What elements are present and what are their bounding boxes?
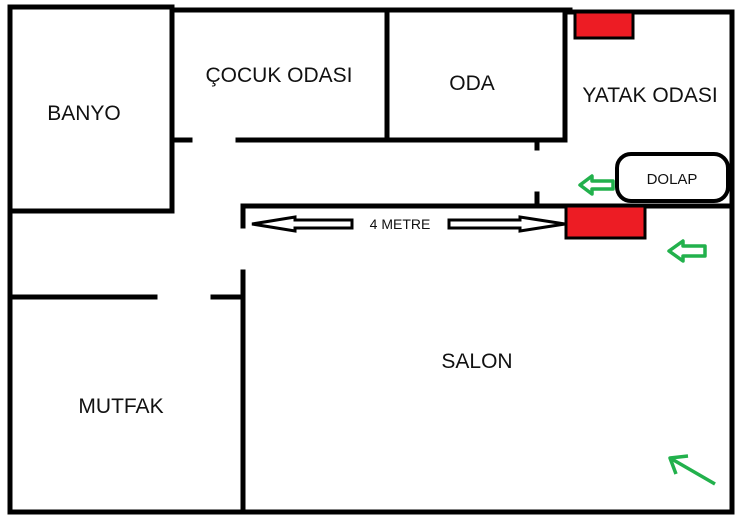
room-label-yatak-odasi: YATAK ODASI [582,84,717,107]
green-arrow-left-icon [578,174,615,196]
red-marker-bedroom [573,10,635,40]
green-arrows [578,174,716,486]
room-label-salon: SALON [441,350,512,373]
arrow-right-icon [447,215,566,233]
measurement-label: 4 METRE [370,216,431,232]
red-marker-salon [564,204,647,240]
room-label-oda: ODA [449,72,495,95]
room-label-mutfak: MUTFAK [78,395,163,418]
dolap-wardrobe: DOLAP [615,152,730,203]
arrow-left-icon [251,215,354,233]
dolap-label: DOLAP [647,171,698,188]
walls [7,4,735,515]
green-arrow-left-icon [667,239,707,263]
room-label-banyo: BANYO [47,102,121,125]
green-arrow-diagonal-icon [668,454,716,486]
room-label-cocuk-odasi: ÇOCUK ODASI [205,64,352,87]
measurement-arrow [251,215,566,233]
